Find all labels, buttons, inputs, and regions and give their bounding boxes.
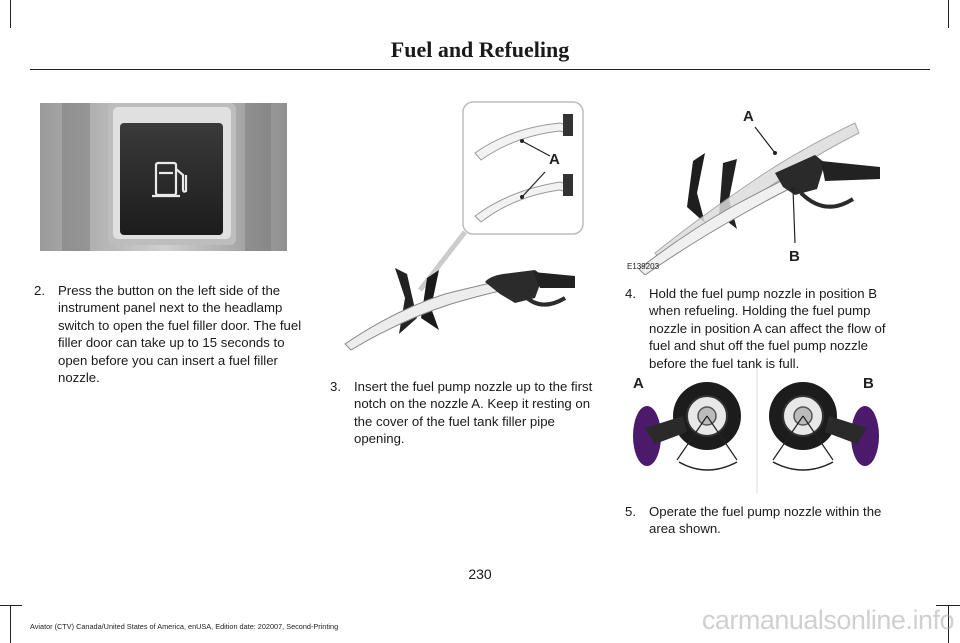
area-left-cap [633, 382, 741, 471]
label-b: B [789, 248, 800, 265]
label-b-area: B [863, 375, 874, 392]
label-a-inset: A [549, 151, 560, 168]
step-text: Insert the fuel pump nozzle up to the fi… [354, 379, 593, 447]
figure-code: E139203 [627, 262, 660, 271]
nozzle-position-illustration: A B E139203 [625, 103, 887, 276]
step-number: 3. [330, 379, 341, 394]
step-text: Operate the fuel pump nozzle within the … [649, 504, 882, 537]
label-a: A [743, 108, 754, 125]
crop-mark-bottom-right [948, 605, 949, 643]
step-text: Hold the fuel pump nozzle in position B … [649, 286, 886, 371]
label-a-area: A [633, 375, 644, 392]
watermark: carmanualsonline.info [701, 605, 955, 635]
step-3: 3. Insert the fuel pump nozzle up to the… [330, 378, 602, 448]
step-5: 5. Operate the fuel pump nozzle within t… [625, 503, 897, 538]
fuel-door-button-photo [40, 103, 287, 251]
footer-edition: Aviator (CTV) Canada/United States of Am… [30, 622, 339, 631]
crop-mark-top-right [948, 0, 949, 28]
step-2: 2. Press the button on the left side of … [34, 282, 306, 386]
step-text: Press the button on the left side of the… [58, 283, 302, 386]
step-number: 4. [625, 286, 636, 301]
step-number: 2. [34, 283, 45, 298]
area-right-cap [769, 382, 879, 471]
crop-mark-bottom-left-h [0, 605, 22, 606]
page-title: Fuel and Refueling [390, 37, 570, 62]
page-number: 230 [468, 566, 492, 582]
crop-mark-top-left [10, 0, 11, 28]
nozzle-insertion-illustration: A [335, 98, 590, 358]
crop-mark-bottom-right-h [936, 605, 960, 606]
header-rule [30, 69, 930, 70]
fuel-pump-icon [152, 161, 188, 198]
step-number: 5. [625, 504, 636, 519]
crop-mark-bottom-left [10, 605, 11, 643]
operating-area-illustration: A B [625, 368, 887, 493]
step-4: 4. Hold the fuel pump nozzle in position… [625, 285, 897, 372]
